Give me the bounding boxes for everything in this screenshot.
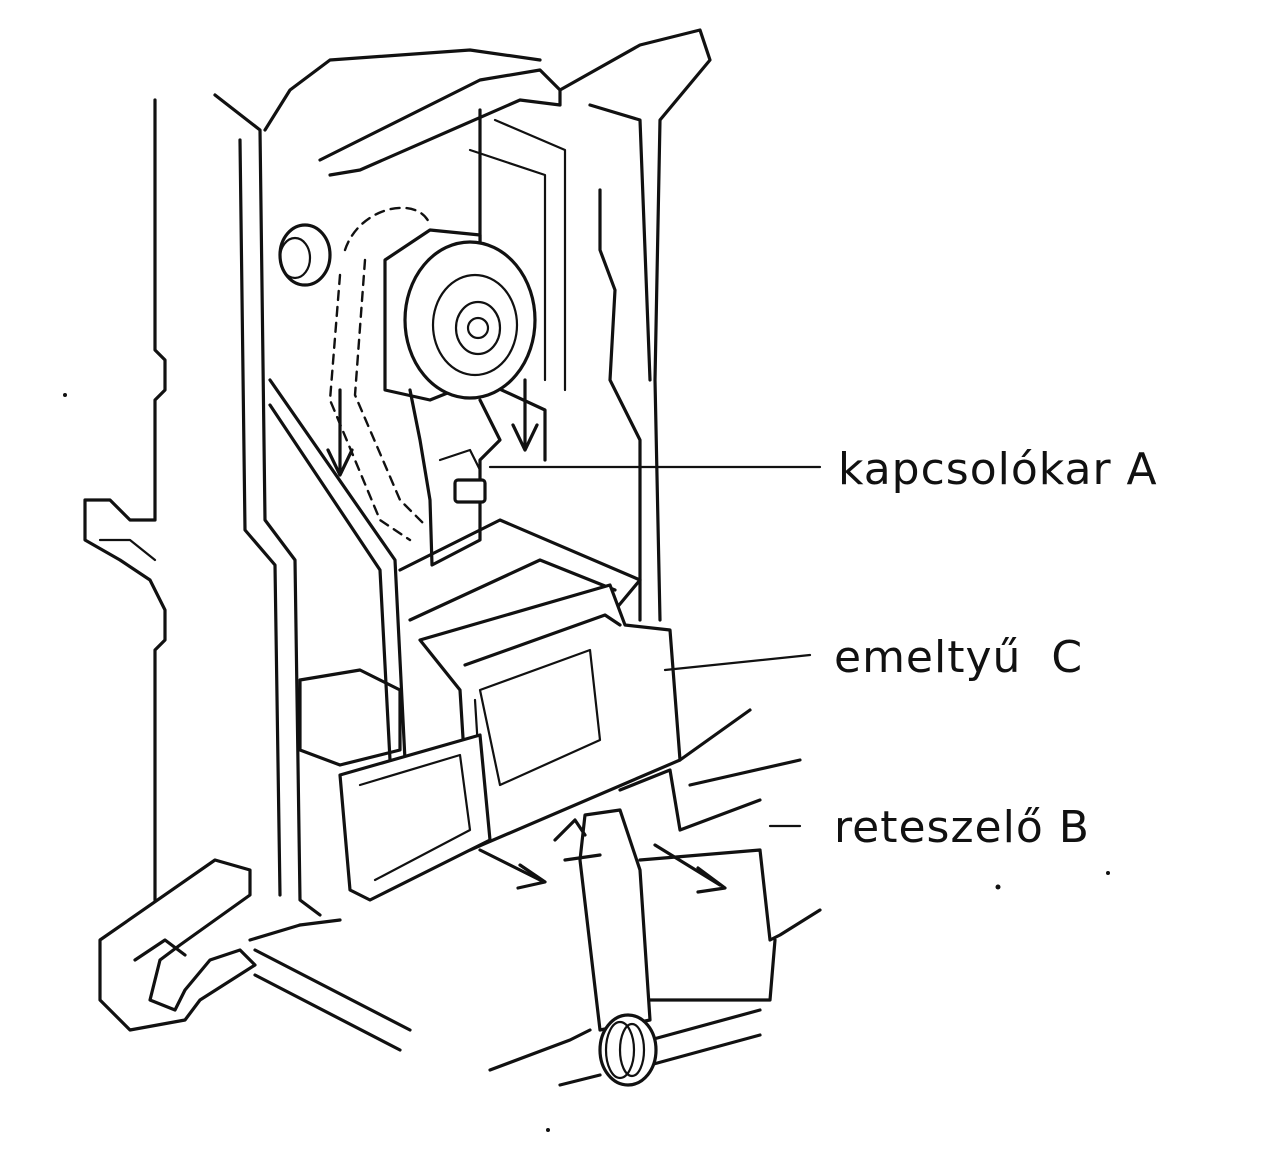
main-frame: [213, 28, 712, 917]
leader-lines: [488, 465, 822, 828]
label-latch-b: reteszelő B: [834, 802, 1090, 853]
right-arrows: [478, 843, 727, 894]
label-lever-c: emeltyű C: [834, 632, 1084, 683]
lever-c-housing: [298, 518, 682, 902]
pulley-assembly: [383, 228, 537, 567]
knob: [278, 223, 332, 287]
label-lever-a: kapcsolókar A: [838, 444, 1158, 495]
diagonal-brace: [268, 378, 407, 762]
latch-b: [553, 708, 822, 1032]
bottom-bracket: [98, 858, 412, 1052]
specks: [63, 393, 1110, 1132]
down-arrows: [326, 378, 539, 477]
left-rail: [83, 98, 167, 902]
shaft-and-gear: [488, 1008, 762, 1087]
belt: [328, 206, 432, 542]
